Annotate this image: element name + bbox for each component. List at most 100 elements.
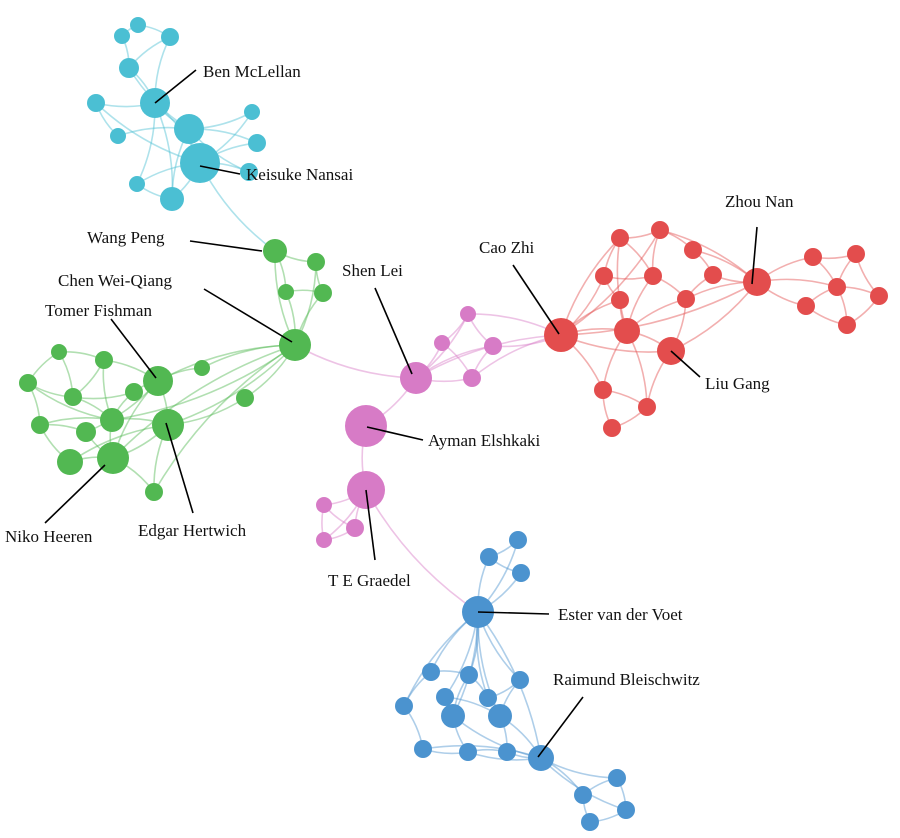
node-red-r2 [651, 221, 669, 239]
node-blue-b6 [460, 666, 478, 684]
node-blue-b11 [441, 704, 465, 728]
node-cyan-c13 [129, 176, 145, 192]
leader-zhou [751, 226, 758, 285]
leader-keisuke [199, 165, 241, 175]
leader-liu [670, 350, 701, 378]
node-blue-b8 [395, 697, 413, 715]
node-green-g15 [100, 408, 124, 432]
label-niko-heeren: Niko Heeren [5, 527, 93, 546]
node-pink-p10 [316, 532, 332, 548]
node-green-g13 [125, 383, 143, 401]
leader-niko [44, 464, 106, 524]
node-red-r15 [828, 278, 846, 296]
node-cyan-c4 [119, 58, 139, 78]
node-pink-p6 [345, 405, 387, 447]
node-cyan-c12 [240, 163, 258, 181]
node-cyan-c10 [248, 134, 266, 152]
node-cyan-c6 [87, 94, 105, 112]
node-green-g7 [236, 389, 254, 407]
leader-wang [189, 240, 263, 252]
node-red-r10 [614, 318, 640, 344]
edge-g5-g16 [167, 344, 296, 426]
edge-g5-g15 [111, 344, 296, 421]
node-cyan-c11 [180, 143, 220, 183]
node-blue-b2 [480, 548, 498, 566]
leader-graedel [365, 489, 376, 561]
label-leaders [44, 69, 758, 758]
node-pink-p1 [460, 306, 476, 322]
node-red-r12 [743, 268, 771, 296]
node-red-r4 [595, 267, 613, 285]
node-red-r9 [544, 318, 578, 352]
node-green-g18 [57, 449, 83, 475]
leader-tomer [110, 318, 157, 379]
leader-shen [374, 287, 413, 375]
label-raimund-bleischwitz: Raimund Bleischwitz [553, 670, 700, 689]
leader-raimund [537, 696, 584, 758]
node-pink-p3 [484, 337, 502, 355]
node-green-g8 [51, 344, 67, 360]
node-pink-p2 [434, 335, 450, 351]
edge-g5-p4 [294, 344, 417, 379]
label-liu-gang: Liu Gang [705, 374, 770, 393]
label-ben-mclellan: Ben McLellan [203, 62, 301, 81]
node-red-r20 [638, 398, 656, 416]
node-blue-b15 [498, 743, 516, 761]
network-nodes [19, 17, 888, 831]
node-green-g4 [314, 284, 332, 302]
label-shen-lei: Shen Lei [342, 261, 403, 280]
node-blue-b3 [512, 564, 530, 582]
label-edgar-hertwich: Edgar Hertwich [138, 521, 247, 540]
node-cyan-c2 [161, 28, 179, 46]
node-red-r21 [603, 419, 621, 437]
node-blue-b1 [509, 531, 527, 549]
node-pink-p9 [346, 519, 364, 537]
node-green-g14 [31, 416, 49, 434]
node-red-r16 [870, 287, 888, 305]
label-keisuke-nansai: Keisuke Nansai [246, 165, 353, 184]
node-red-r8 [677, 290, 695, 308]
node-green-g11 [64, 388, 82, 406]
node-green-g16 [152, 409, 184, 441]
node-green-g3 [278, 284, 294, 300]
node-pink-p5 [463, 369, 481, 387]
node-red-r18 [838, 316, 856, 334]
node-blue-b7 [511, 671, 529, 689]
node-cyan-c7 [110, 128, 126, 144]
edge-g5-g20 [153, 344, 296, 493]
node-green-g9 [95, 351, 113, 369]
node-green-g6 [194, 360, 210, 376]
node-blue-b16 [528, 745, 554, 771]
node-labels: Ben McLellan Keisuke Nansai Wang Peng Ch… [5, 62, 794, 689]
leader-ayman [366, 426, 424, 441]
edge-r9-r12 [560, 281, 758, 336]
node-blue-b19 [617, 801, 635, 819]
node-green-g12 [143, 366, 173, 396]
edge-g5-g19 [112, 344, 296, 459]
node-pink-p8 [316, 497, 332, 513]
leader-ben [154, 69, 197, 104]
node-cyan-c3 [114, 28, 130, 44]
node-green-g1 [263, 239, 287, 263]
node-red-r14 [847, 245, 865, 263]
label-ester-van-der-voet: Ester van der Voet [558, 605, 683, 624]
node-cyan-c9 [244, 104, 260, 120]
node-red-r13 [804, 248, 822, 266]
node-blue-b20 [581, 813, 599, 831]
node-blue-b12 [488, 704, 512, 728]
leader-chen [203, 288, 293, 343]
node-green-g10 [19, 374, 37, 392]
leader-edgar [165, 422, 194, 514]
node-blue-b10 [479, 689, 497, 707]
node-green-g20 [145, 483, 163, 501]
label-ayman-elshkaki: Ayman Elshkaki [428, 431, 541, 450]
node-red-r19 [594, 381, 612, 399]
node-blue-b17 [608, 769, 626, 787]
node-red-r17 [797, 297, 815, 315]
node-blue-b18 [574, 786, 592, 804]
node-pink-p4 [400, 362, 432, 394]
edge-g11-g13 [72, 391, 135, 400]
node-blue-b14 [459, 743, 477, 761]
node-blue-b9 [436, 688, 454, 706]
